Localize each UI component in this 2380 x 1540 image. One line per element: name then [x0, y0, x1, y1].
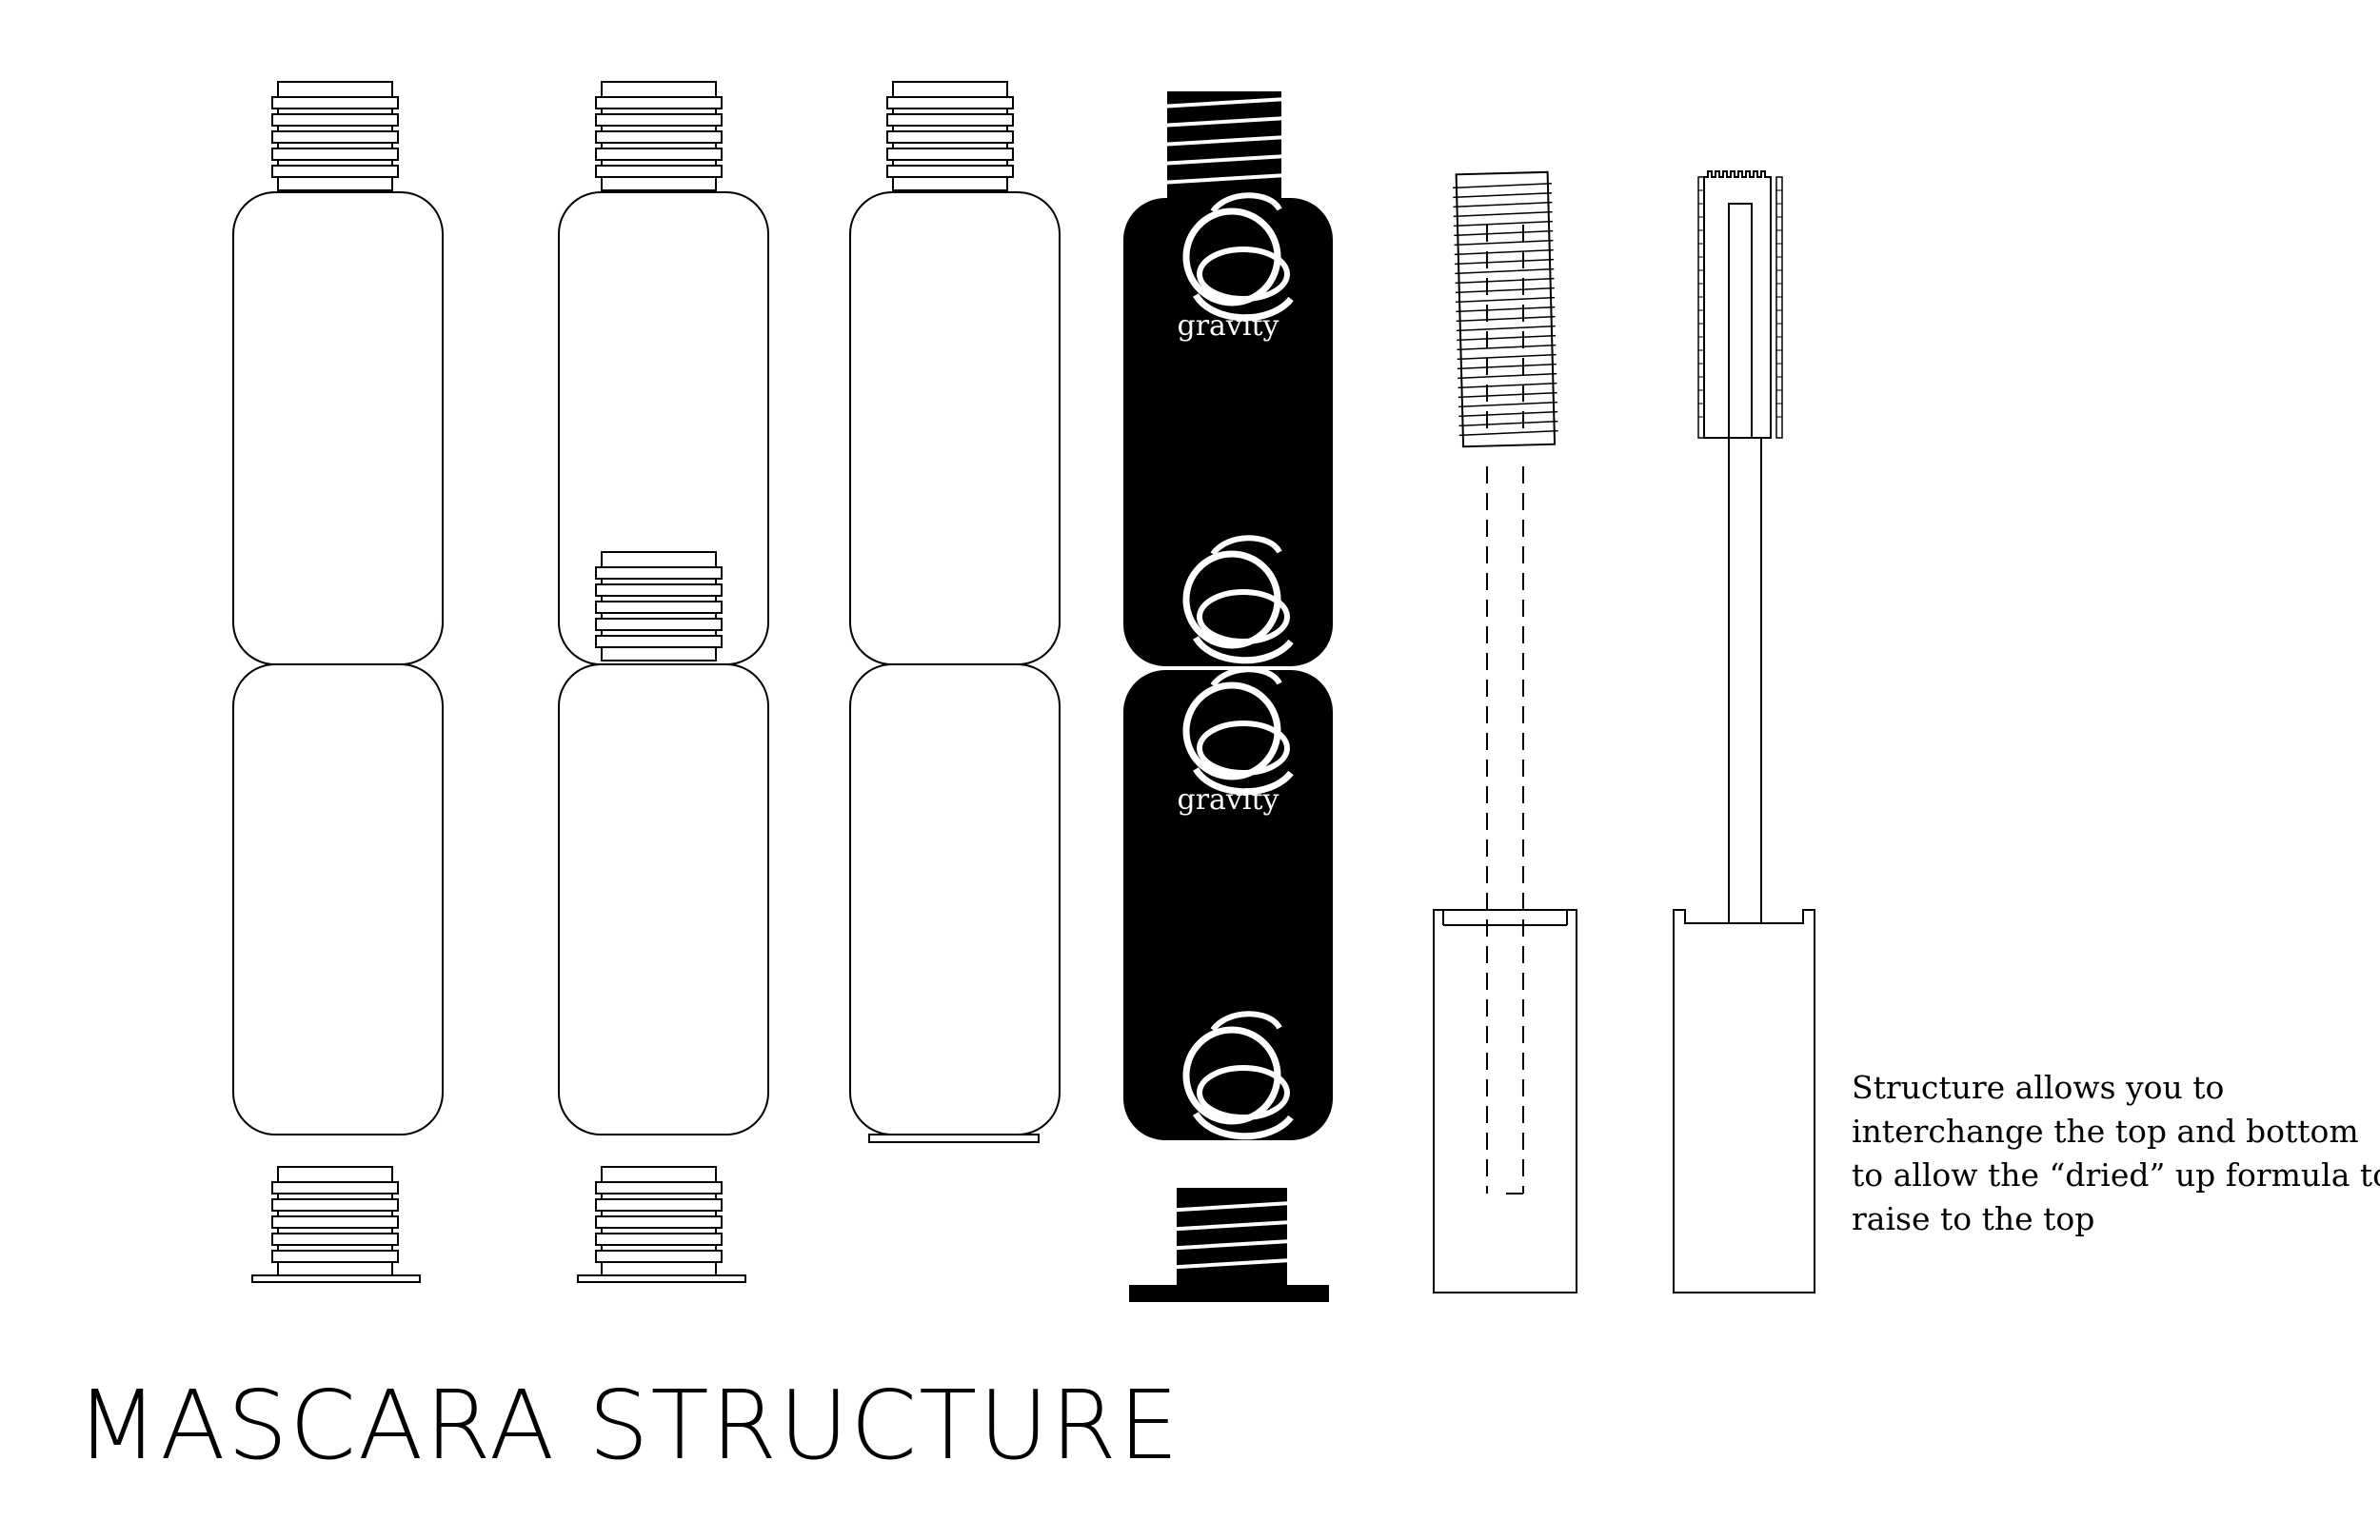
brand-label-top: gravity	[1178, 309, 1279, 343]
bottle-variant-4-branded: gravity gravity	[1123, 91, 1333, 1302]
bottle-variant-1	[232, 81, 444, 1283]
bottle-variant-2	[558, 81, 769, 1283]
bottle-variant-3	[849, 81, 1061, 1143]
description-line: interchange the top and bottom	[1852, 1113, 2359, 1150]
description-line: to allow the “dried” up formula to	[1852, 1156, 2380, 1194]
structure-description: Structure allows you to interchange the …	[1852, 1066, 2380, 1241]
description-line: Structure allows you to	[1852, 1069, 2225, 1106]
wand-outline	[1673, 170, 1815, 1293]
page-title: MASCARA STRUCTURE	[76, 1370, 1181, 1481]
wand-cross-section	[1433, 170, 1577, 1293]
description-line: raise to the top	[1852, 1200, 2095, 1237]
brand-label-bottom: gravity	[1178, 783, 1279, 817]
